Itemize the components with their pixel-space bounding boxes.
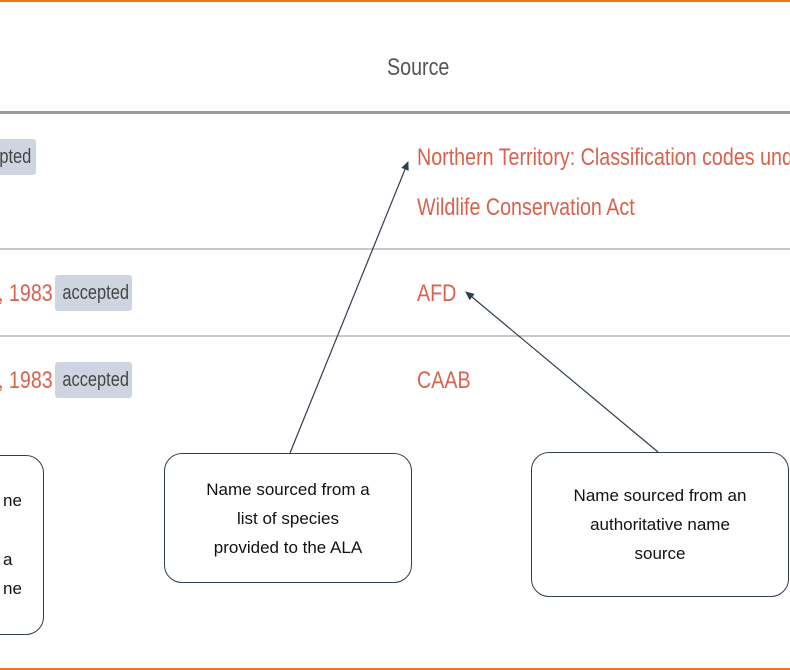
arrow-to-nt-source [289, 161, 409, 454]
source-link-nt-line1[interactable]: Northern Territory: Classification codes… [417, 144, 790, 171]
source-link-caab[interactable]: CAAB [417, 367, 471, 394]
status-badge: accepted [55, 362, 132, 398]
header-divider [0, 111, 790, 114]
callout-left-fragment: ne [3, 579, 22, 598]
row-divider [0, 335, 790, 337]
callout-line: source [634, 544, 686, 563]
callout-left-fragment: ne [3, 491, 22, 510]
column-header-source: Source [387, 54, 450, 81]
callout-line: authoritative name [590, 515, 730, 534]
name-authority-year: , 1983 [0, 280, 53, 307]
arrow-to-afd-source [465, 291, 659, 453]
status-badge: pted [0, 139, 36, 175]
row-divider [0, 248, 790, 250]
callout-line: list of species [236, 508, 340, 528]
callout-line: provided to the ALA [213, 537, 363, 557]
source-link-nt-line2[interactable]: Wildlife Conservation Act [417, 194, 635, 221]
source-link-afd[interactable]: AFD [417, 280, 457, 307]
callout-left-partial: ne a ne [0, 455, 44, 635]
callout-species-list: Name sourced from a list of species prov… [164, 453, 412, 583]
status-badge-label: accepted [62, 282, 129, 304]
status-badge: accepted [55, 275, 132, 311]
frame-top-border [0, 0, 790, 2]
callout-line: Name sourced from an [573, 486, 747, 505]
callout-line: Name sourced from a [206, 479, 370, 499]
status-badge-label: accepted [62, 369, 129, 391]
callout-left-fragment: a [3, 550, 13, 569]
status-badge-label: pted [0, 146, 32, 168]
callout-authoritative-source: Name sourced from an authoritative name … [531, 452, 789, 597]
name-authority-year: , 1983 [0, 367, 53, 394]
frame-bottom-border [0, 668, 790, 670]
